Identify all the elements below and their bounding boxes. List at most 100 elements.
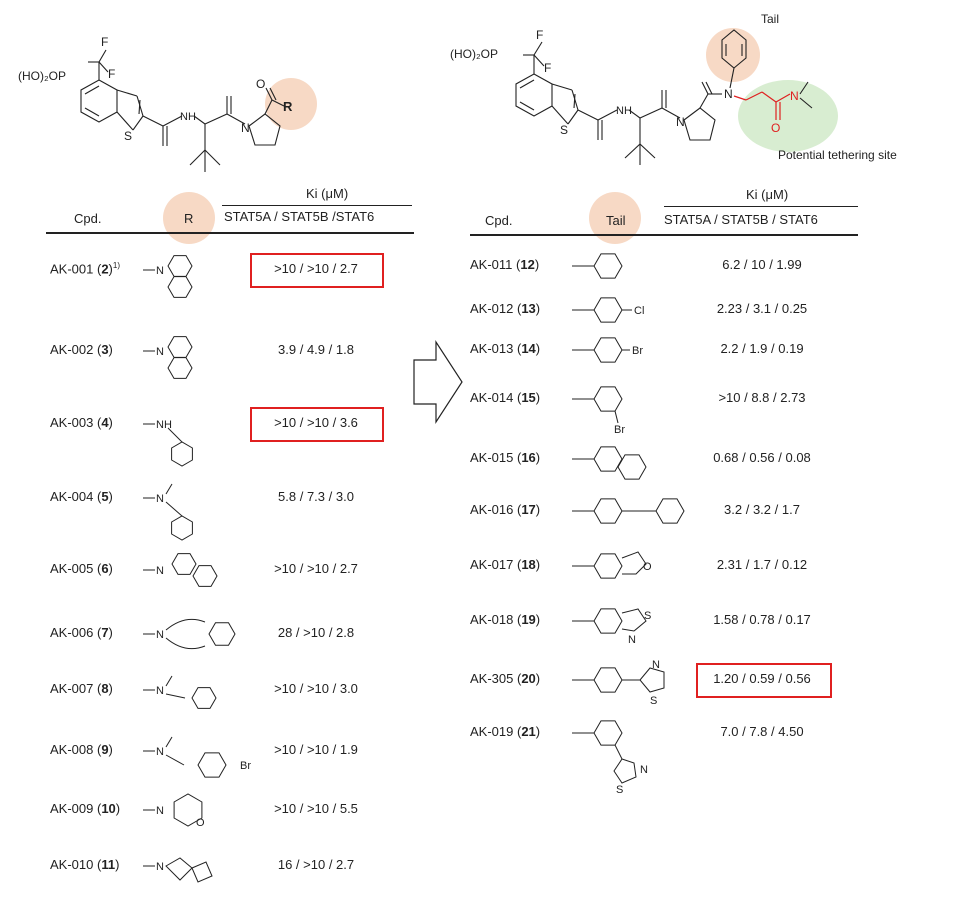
left-col-ki-sub: STAT5A / STAT5B /STAT6 [224, 209, 375, 224]
r-group-nitrogen-label: N [156, 746, 164, 758]
left-ki-rule [222, 205, 412, 206]
structure-bond [593, 608, 623, 634]
tail-group-structure: Br [572, 337, 643, 363]
left-compound-id: AK-008 (9) [50, 742, 113, 757]
structure-bond [191, 687, 217, 709]
structure-bond [593, 337, 623, 363]
right-header-rule [470, 234, 858, 236]
structure-bond [171, 553, 197, 575]
right-compound-id: AK-016 (17) [470, 502, 541, 517]
structure-bond [621, 608, 647, 632]
svg-text:F: F [536, 28, 543, 42]
right-compound-id: AK-017 (18) [470, 557, 541, 572]
svg-text:NH: NH [616, 105, 632, 117]
structure-bond [613, 758, 637, 784]
tail-group-structure: Br [572, 386, 625, 436]
thiazole-sulfur-label: S [616, 784, 623, 796]
structure-bond [165, 675, 173, 687]
bromo-label: Br [614, 424, 625, 436]
left-compound-id: AK-006 (7) [50, 625, 113, 640]
structure-bond [165, 754, 185, 766]
left-compound-id: AK-004 (5) [50, 489, 113, 504]
left-ki-value: >10 / >10 / 5.5 [274, 801, 358, 816]
right-ki-value: 3.2 / 3.2 / 1.7 [724, 502, 800, 517]
left-ki-value: >10 / >10 / 1.9 [274, 742, 358, 757]
structure-bond [593, 498, 623, 524]
bromo-label: Br [632, 345, 643, 357]
right-compound-id: AK-012 (13) [470, 301, 541, 316]
right-compound-id: AK-014 (15) [470, 390, 541, 405]
right-compound-id: AK-011 (12) [470, 257, 540, 272]
left-ki-value: 3.9 / 4.9 / 1.8 [278, 342, 354, 357]
right-ki-value: 6.2 / 10 / 1.99 [722, 257, 802, 272]
svg-text:N: N [676, 115, 685, 129]
r-group-nitrogen-label: NH [156, 419, 172, 431]
left-r-group-structure: NO [143, 793, 205, 829]
right-ki-value: 0.68 / 0.56 / 0.08 [713, 450, 811, 465]
r-group-nitrogen-label: N [156, 861, 164, 873]
structure-bond [614, 744, 623, 760]
svg-text:F: F [108, 67, 115, 81]
svg-text:N: N [724, 87, 733, 101]
tail-group-structure [572, 253, 623, 279]
right-col-cpd: Cpd. [485, 213, 513, 228]
svg-text:F: F [101, 35, 108, 49]
structure-bond [171, 515, 193, 541]
svg-text:N: N [790, 89, 799, 103]
left-compound-id: AK-003 (4) [50, 415, 113, 430]
left-r-group-structure: N [143, 618, 236, 650]
left-header-rule [46, 232, 414, 234]
structure-bond [167, 427, 183, 443]
structure-bond [593, 386, 623, 412]
left-r-group-structure: N [143, 553, 218, 587]
structure-bond [593, 553, 623, 579]
r-group-label: R [283, 99, 293, 114]
right-ki-value: 7.0 / 7.8 / 4.50 [720, 724, 804, 739]
right-ki-value: 2.2 / 1.9 / 0.19 [720, 341, 804, 356]
right-ki-value: 1.20 / 0.59 / 0.56 [713, 671, 811, 686]
right-col-tail: Tail [606, 213, 626, 228]
thiazole-nitrogen-label: N [628, 634, 636, 646]
structure-bond [165, 501, 183, 517]
structure-bond [165, 483, 173, 495]
oxa-label: O [196, 817, 205, 829]
right-ki-rule [664, 206, 858, 207]
structure-bond [593, 667, 623, 693]
right-ki-value: 2.31 / 1.7 / 0.12 [716, 557, 808, 572]
structure-bond [165, 618, 206, 631]
tail-group-structure: Cl [572, 297, 644, 323]
chloro-label: Cl [634, 305, 644, 317]
left-ki-value: 16 / >10 / 2.7 [277, 857, 355, 872]
left-r-group-structure: N [143, 675, 217, 709]
left-compound-id: AK-005 (6) [50, 561, 113, 576]
structure-bond [165, 693, 186, 699]
right-col-ki-header: Ki (μM) [746, 187, 789, 202]
left-compound-id: AK-001 (2)1) [50, 261, 121, 277]
r-header-highlight-circle [163, 192, 215, 244]
right-ki-value: 2.23 / 3.1 / 0.25 [716, 301, 808, 316]
r-group-nitrogen-label: N [156, 805, 164, 817]
structure-bond [192, 565, 218, 587]
right-compound-id: AK-018 (19) [470, 612, 541, 627]
left-phosphonate-label: (HO)₂OP [18, 69, 66, 83]
left-r-group-structure: N [143, 483, 193, 541]
right-col-ki-sub: STAT5A / STAT5B / STAT6 [664, 212, 818, 227]
structure-bond [167, 276, 193, 298]
thiazole-sulfur-label: S [650, 695, 657, 707]
structure-bond [593, 297, 623, 323]
left-ki-value: 5.8 / 7.3 / 3.0 [278, 489, 354, 504]
structure-bond [165, 637, 206, 650]
structure-bond [208, 622, 236, 646]
tether-site-highlight [738, 80, 838, 152]
right-compound-id: AK-019 (21) [470, 724, 541, 739]
left-r-group-structure: NH [143, 419, 193, 467]
structure-bond [593, 253, 623, 279]
structure-bond [639, 667, 665, 693]
left-scaffold-structure: (HO)₂OP F F S NH N O R [18, 35, 293, 172]
right-compound-id: AK-015 (16) [470, 450, 541, 465]
left-compound-id: AK-009 (10) [50, 801, 121, 816]
r-group-nitrogen-label: N [156, 493, 164, 505]
